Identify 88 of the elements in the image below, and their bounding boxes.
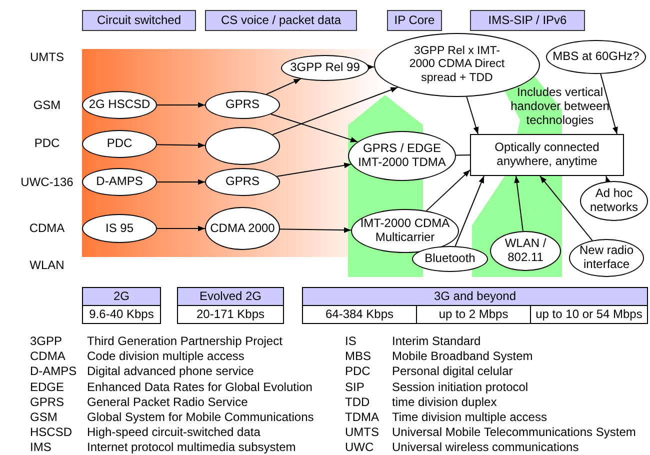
abbreviation-text: SIP	[345, 380, 364, 394]
row-label: UMTS	[29, 50, 65, 64]
process-box	[470, 134, 624, 176]
arrow	[426, 170, 470, 212]
node-label: Circuit switched	[96, 14, 182, 28]
arrow	[276, 162, 352, 177]
table-cell: up to 10 or 54 Mbps	[530, 305, 648, 324]
arrow	[540, 176, 593, 241]
node-label: WLAN / 802.11	[504, 237, 548, 265]
abbreviation-text: GPRS	[30, 394, 64, 409]
definition-text: Universal Mobile Telecommunications System	[392, 425, 636, 440]
abbreviation-text: TDD	[345, 394, 370, 409]
arrow	[266, 78, 302, 95]
definition-text: Digital advanced phone service	[87, 364, 254, 378]
abbreviation-text: EDGE	[30, 380, 64, 394]
node-label: 2G HSCSD	[88, 98, 150, 112]
definition-text: High-speed circuit-switched data	[87, 425, 260, 440]
abbreviation-text: UMTS	[345, 425, 379, 440]
node-label: CS voice / packet data	[220, 14, 342, 28]
definition-text: Mobile Broadband System	[392, 349, 533, 364]
abbreviation-text: CDMA	[30, 349, 66, 364]
note-text: Includes vertical handover between technologies	[510, 86, 610, 128]
node-label: Ad hoc networks	[588, 187, 640, 215]
table-cell: 20-171 Kbps	[177, 305, 284, 324]
node-label: MBS at 60GHz?	[552, 50, 640, 64]
node-label: PDC	[106, 137, 132, 151]
arrow	[272, 86, 398, 136]
row-label: PDC	[33, 136, 61, 150]
abbreviation-text: GSM	[30, 410, 58, 424]
phase-header	[82, 10, 196, 31]
abbreviation-text: IS	[345, 334, 356, 348]
column-header: 2G	[82, 287, 161, 306]
definition-text: Session initiation protocol	[392, 380, 528, 394]
abbreviation-text: PDC	[345, 364, 370, 378]
node-label: D-AMPS	[96, 175, 143, 189]
abbreviation-text: TDMA	[345, 410, 379, 424]
abbreviation-text: HSCSD	[30, 425, 72, 440]
node-label: 3GPP Rel x IMT-2000 CDMA Direct spread + TDD	[408, 45, 506, 85]
arrow	[156, 142, 206, 148]
arrow	[279, 227, 352, 233]
arrow	[600, 73, 618, 134]
abbreviation-text: 3GPP	[30, 334, 62, 348]
node-label: IMT-2000 CDMA Multicarrier	[359, 217, 451, 245]
arrow	[605, 176, 611, 184]
node-label: CDMA 2000	[210, 222, 275, 236]
arrow	[466, 96, 479, 134]
definition-text: Third Generation Partnership Project	[87, 334, 282, 348]
node-label: New radio interface	[578, 244, 635, 272]
definition-text: General Packet Radio Service	[87, 394, 248, 409]
arrow	[156, 179, 206, 185]
definition-text: time division duplex	[392, 394, 497, 409]
column-header: Evolved 2G	[177, 287, 284, 306]
abbreviation-text: UWC	[345, 440, 374, 454]
definition-text: Code division multiple access	[87, 349, 244, 364]
node-label: Bluetooth	[424, 252, 476, 266]
phase-header	[470, 10, 585, 31]
definition-text: Enhanced Data Rates for Global Evolution	[87, 380, 312, 394]
row-label: CDMA	[28, 221, 66, 235]
node-label: IMS-SIP / IPv6	[488, 14, 567, 28]
node-label: GPRS	[225, 175, 260, 189]
node-label: IP Core	[394, 14, 435, 28]
node-label: Optically connected anywhere, anytime	[494, 141, 600, 169]
abbreviation-text: IMS	[30, 440, 52, 454]
node-label: GPRS / EDGE IMT-2000 TDMA	[357, 142, 447, 170]
definition-text: Universal wireless communications	[392, 440, 579, 454]
arrow	[514, 176, 524, 232]
definition-text: Interim Standard	[392, 334, 481, 348]
definition-text: Time division multiple access	[392, 410, 547, 424]
abbreviation-text: D-AMPS	[30, 364, 77, 378]
phase-header	[205, 10, 357, 31]
definition-text: Internet protocol multimedia subsystem	[87, 440, 296, 454]
node-label: 3GPP Rel 99	[290, 61, 360, 75]
definition-text: Personal digital celular	[392, 364, 513, 378]
table-cell: 64-384 Kbps	[302, 305, 417, 324]
row-label: WLAN	[28, 258, 66, 272]
abbreviation-text: MBS	[345, 349, 372, 364]
column-header: 3G and beyond	[302, 287, 648, 306]
row-label: UWC-136	[20, 175, 74, 189]
definition-text: Global System for Mobile Communications	[87, 410, 314, 424]
phase-header	[387, 10, 442, 31]
node-label: IS 95	[105, 222, 134, 236]
arrow	[156, 226, 206, 232]
arrow	[270, 114, 358, 142]
arrow	[156, 102, 206, 108]
table-cell: 9.6-40 Kbps	[82, 305, 161, 324]
arrow	[367, 64, 375, 70]
node-label: GPRS	[225, 98, 260, 112]
row-label: GSM	[32, 98, 62, 112]
